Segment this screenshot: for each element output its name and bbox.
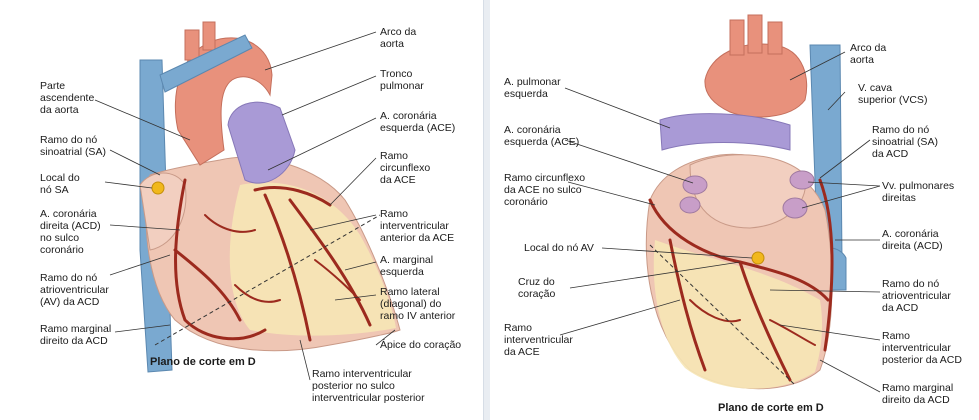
label-left-pulmonary-artery: A. pulmonar esquerda: [504, 76, 561, 100]
anterior-view-panel: Arco da aorta Tronco pulmonar A. coronár…: [0, 0, 484, 420]
left-pulmonary-artery: [660, 114, 790, 150]
label-aortic-arch: Arco da aorta: [850, 42, 886, 66]
left-pulmonary-vein-1: [683, 176, 707, 194]
label-left-marginal: A. marginal esquerda: [380, 254, 433, 278]
label-lateral-diagonal: Ramo lateral (diagonal) do ramo IV anter…: [380, 286, 455, 322]
aortic-branch-2: [748, 15, 762, 53]
label-posterior-interventricular: Ramo interventricular posterior da ACD: [882, 330, 962, 366]
sa-node: [152, 182, 164, 194]
label-sa-node-branch: Ramo do nó sinoatrial (SA): [40, 134, 106, 158]
label-cut-plane: Plano de corte em D: [150, 356, 256, 368]
label-aortic-arch: Arco da aorta: [380, 26, 416, 50]
label-ascending-aorta: Parte ascendente da aorta: [40, 80, 94, 116]
aortic-branch-3: [768, 22, 782, 54]
label-circumflex-in-sulcus: Ramo circunflexo da ACE no sulco coronár…: [504, 172, 585, 208]
posterior-view-panel: A. pulmonar esquerda A. coronária esquer…: [490, 0, 979, 420]
label-av-node-branch: Ramo do nó atrioventricular da ACD: [882, 278, 951, 314]
label-right-marginal: Ramo marginal direito da ACD: [882, 382, 953, 406]
label-right-coronary-artery: A. coronária direita (ACD) no sulco coro…: [40, 208, 101, 256]
label-cut-plane: Plano de corte em D: [718, 402, 824, 414]
label-av-node-branch: Ramo do nó atrioventricular (AV) da ACD: [40, 272, 109, 308]
aortic-branch-1: [730, 20, 744, 55]
label-interventricular-ace: Ramo interventricular da ACE: [504, 322, 573, 358]
label-sa-node-site: Local do nó SA: [40, 172, 80, 196]
left-pulmonary-vein-2: [680, 197, 700, 213]
label-posterior-interventricular: Ramo interventricular posterior no sulco…: [312, 368, 425, 404]
label-sa-node-branch: Ramo do nó sinoatrial (SA) da ACD: [872, 124, 938, 160]
label-right-coronary-artery: A. coronária direita (ACD): [882, 228, 943, 252]
label-right-marginal: Ramo marginal direito da ACD: [40, 323, 111, 347]
label-circumflex-branch: Ramo circunflexo da ACE: [380, 150, 430, 186]
label-pulmonary-trunk: Tronco pulmonar: [380, 68, 424, 92]
label-crux: Cruz do coração: [518, 276, 555, 300]
label-apex: Ápice do coração: [380, 339, 461, 351]
epicardial-fat: [230, 182, 396, 335]
brachiocephalic-trunk: [185, 30, 199, 60]
label-left-coronary-artery: A. coronária esquerda (ACE): [380, 110, 455, 134]
label-right-pulmonary-veins: Vv. pulmonares direitas: [882, 180, 954, 204]
label-left-coronary-artery: A. coronária esquerda (ACE): [504, 124, 579, 148]
label-superior-vena-cava: V. cava superior (VCS): [858, 82, 927, 106]
label-av-node-site: Local do nó AV: [524, 242, 594, 254]
right-pulmonary-vein-1: [790, 171, 814, 189]
left-carotid: [203, 22, 215, 50]
aorta: [705, 44, 807, 117]
av-node: [752, 252, 764, 264]
label-anterior-interventricular: Ramo interventricular anterior da ACE: [380, 208, 454, 244]
